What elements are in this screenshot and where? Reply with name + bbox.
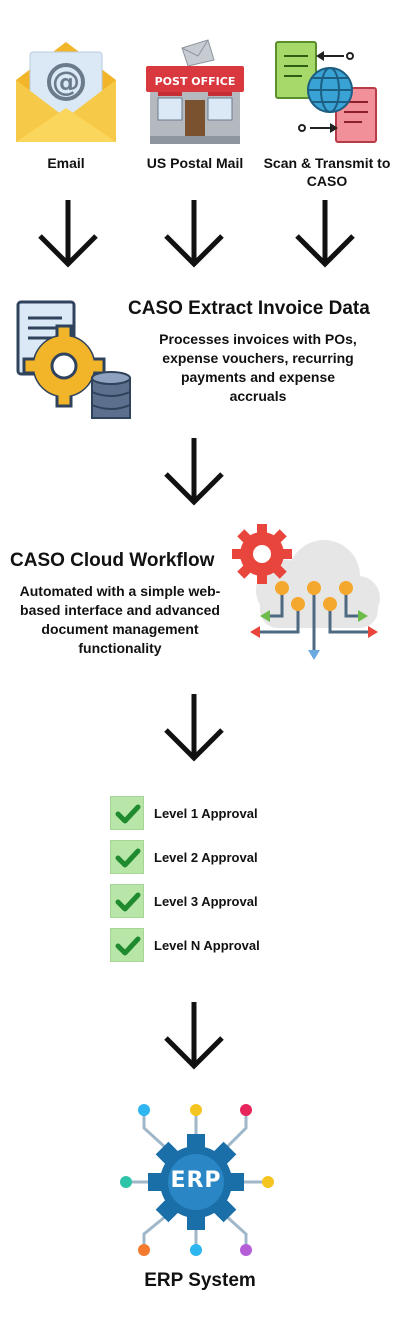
approval-item: Level 2 Approval [110,840,258,874]
approval-label: Level N Approval [154,937,260,953]
checkmark-icon [110,796,144,830]
arrow-down-icon [162,198,226,268]
approval-item: Level 1 Approval [110,796,258,830]
arrow-down-icon [293,198,357,268]
arrow-down-icon [162,692,226,762]
documents-gear-database-icon [14,296,132,422]
erp-gear-icon: ERP [114,1098,282,1264]
source-label-email: Email [47,155,85,171]
arrow-down-icon [36,198,100,268]
arrow-down-icon [162,1000,226,1070]
arrow-down-icon [162,436,226,506]
checkmark-icon [110,840,144,874]
extract-description: Processes invoices with POs, expense vou… [159,331,357,404]
envelope-icon: @ [14,38,118,144]
approval-item: Level 3 Approval [110,884,258,918]
source-label-postal: US Postal Mail [146,155,244,171]
checkmark-icon [110,884,144,918]
extract-title: CASO Extract Invoice Data [128,298,370,319]
svg-text:POST OFFICE: POST OFFICE [155,75,236,88]
cloud-gear-icon [230,520,382,672]
approval-label: Level 2 Approval [154,849,258,865]
svg-text:@: @ [52,65,80,98]
workflow-title: CASO Cloud Workflow [10,550,215,571]
erp-label: ERP System [144,1270,256,1291]
checkmark-icon [110,928,144,962]
scan-transmit-icon [272,38,382,144]
workflow-description: Automated with a simple web-based interf… [19,583,221,656]
approval-item: Level N Approval [110,928,260,962]
approval-label: Level 1 Approval [154,805,258,821]
erp-badge: ERP [170,1168,222,1193]
approval-label: Level 3 Approval [154,893,258,909]
source-label-scan: Scan & Transmit to CASO [263,155,391,189]
post-office-icon: POST OFFICE [142,38,248,144]
